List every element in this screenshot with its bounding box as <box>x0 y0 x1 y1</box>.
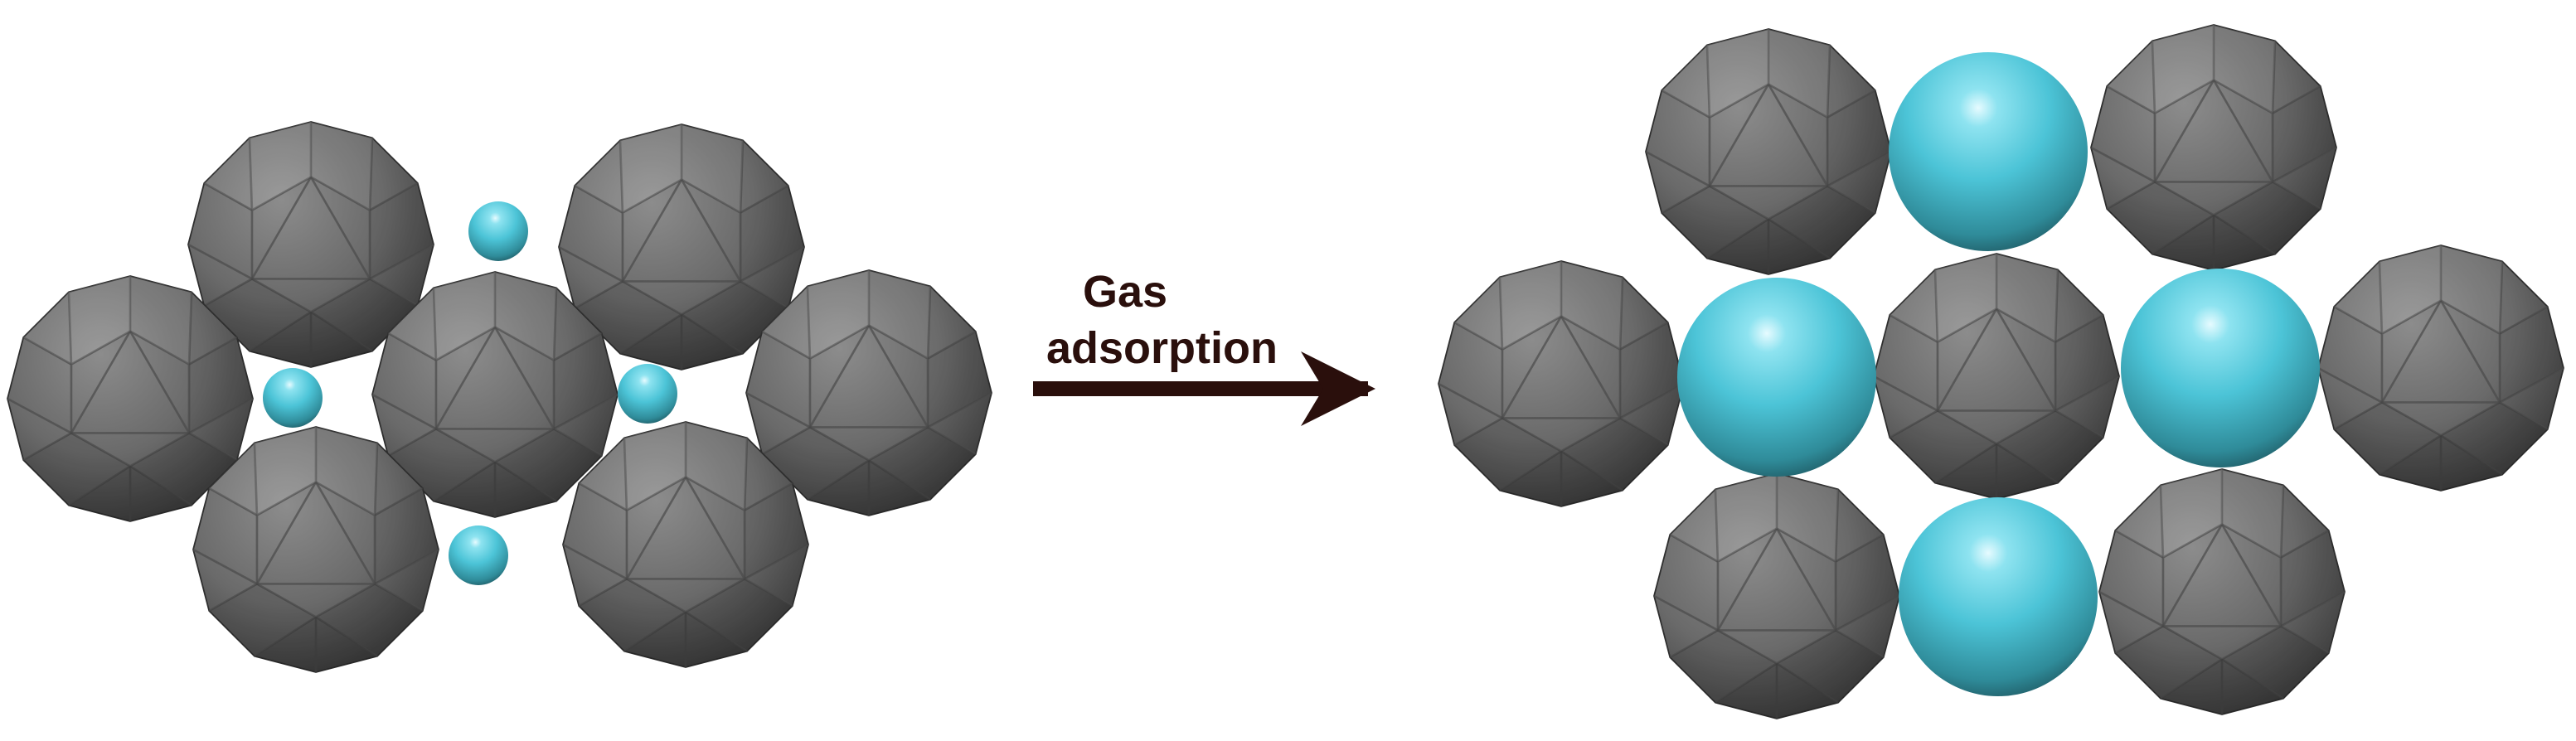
host-sphere-after-bottom-left <box>1654 473 1899 719</box>
gas-molecule-before-bottom <box>449 525 508 585</box>
gas-molecule-after-left <box>1677 278 1876 477</box>
host-sphere-after-center <box>1874 254 2119 499</box>
arrow-label: Gas adsorption <box>1046 264 1278 376</box>
gas-molecule-before-top <box>468 201 528 261</box>
host-sphere-after-left <box>1438 261 1684 506</box>
gas-molecule-before-right <box>618 364 677 424</box>
arrow-label-line1: Gas <box>1083 267 1168 317</box>
arrow-label-line2: adsorption <box>1046 323 1278 373</box>
host-sphere-after-top-right <box>2091 25 2336 270</box>
panel-after <box>1438 25 2564 719</box>
gas-molecule-after-bottom <box>1899 497 2098 696</box>
gas-molecule-before-left <box>263 368 323 428</box>
host-sphere-after-bottom-right <box>2099 469 2345 714</box>
gas-molecule-after-top <box>1889 52 2088 251</box>
host-sphere-after-top-left <box>1646 29 1891 274</box>
host-sphere-after-right <box>2318 245 2564 491</box>
gas-molecule-after-right <box>2121 269 2320 467</box>
panel-before <box>7 122 992 672</box>
